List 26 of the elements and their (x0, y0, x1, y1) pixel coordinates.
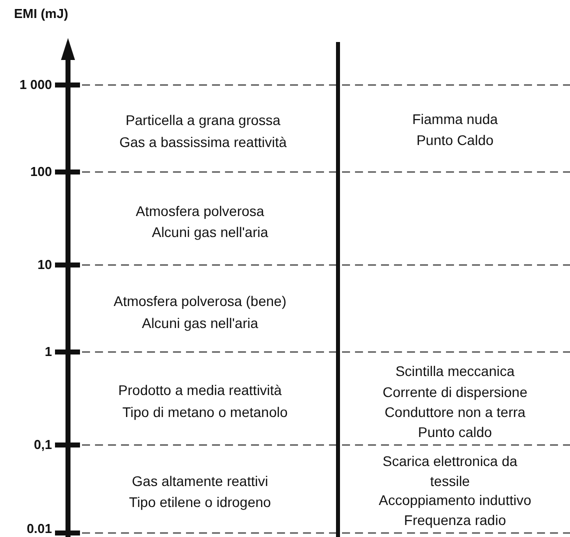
tick-label: 1 (44, 345, 52, 358)
tick-label: 10 (38, 258, 52, 271)
ignition-source-text: Punto caldo (418, 423, 492, 441)
material-text: Prodotto a media reattività (118, 381, 282, 399)
material-text: Atmosfera polverosa (136, 202, 264, 220)
material-text: Tipo etilene o idrogeno (129, 493, 271, 511)
tick-label: 0,1 (34, 438, 52, 451)
tick-label: 1 000 (19, 78, 52, 91)
tick-label: 0.01 (26, 522, 52, 535)
material-text: Atmosfera polverosa (bene) (114, 292, 286, 310)
material-text: Gas altamente reattivi (132, 472, 268, 490)
material-text: Tipo di metano o metanolo (122, 403, 288, 421)
ignition-source-text: Scarica elettronica da tessile (382, 452, 518, 491)
material-text: Gas a bassissima reattività (119, 133, 287, 151)
ignition-source-text: Punto Caldo (416, 131, 494, 149)
tick-label: 100 (30, 165, 52, 178)
material-text: Alcuni gas nell'aria (142, 314, 258, 332)
ignition-source-text: Scintilla meccanica (395, 362, 515, 380)
axis-title: EMI (mJ) (14, 7, 68, 20)
material-text: Particella a grana grossa (126, 111, 280, 129)
ignition-source-text: Frequenza radio (404, 511, 506, 529)
ignition-source-text: Accoppiamento induttivo (378, 491, 532, 509)
ignition-source-text: Fiamma nuda (412, 110, 498, 128)
ignition-source-text: Corrente di dispersione (382, 383, 528, 401)
ignition-source-text: Conduttore non a terra (384, 403, 526, 421)
material-text: Alcuni gas nell'aria (152, 223, 268, 241)
